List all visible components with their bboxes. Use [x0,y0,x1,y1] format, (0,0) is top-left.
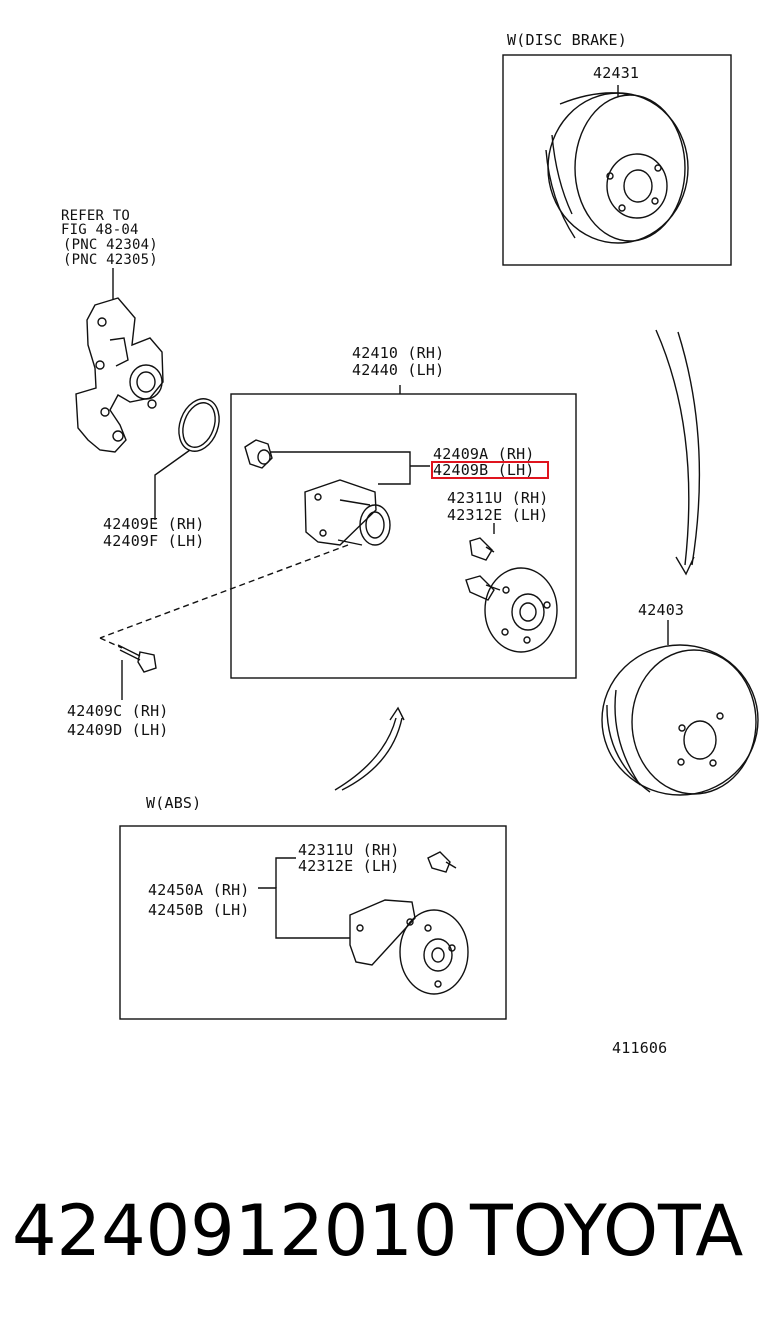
disc-brake-title: W(DISC BRAKE) [507,31,627,49]
abs-hub-drawing [258,851,469,995]
part-label-disc[interactable]: 42431 [593,64,640,82]
brand-name: TOYOTA [470,1190,744,1272]
part-label-abs-bolt-lh[interactable]: 42312E (LH) [298,857,400,875]
refer-note-line3: (PNC 42304) [63,237,158,253]
disc-to-drum-arrow [655,329,690,566]
part-label-bolt2-lh[interactable]: 42409D (LH) [67,721,169,739]
refer-note-line2: FIG 48-04 [61,222,139,238]
part-label-nut-lh[interactable]: 42409B (LH) [433,461,535,479]
part-label-drum[interactable]: 42403 [638,601,685,619]
disc-brake-box [502,54,732,266]
dashed-leader [99,544,349,639]
highlighted-part-box [431,461,549,479]
refer-note-line4: (PNC 42305) [63,252,158,268]
brake-disc-drawing [545,85,689,244]
nut-drawing [244,439,430,485]
part-label-bolt-lh[interactable]: 42312E (LH) [447,506,549,524]
part-label-abs-bolt-rh[interactable]: 42311U (RH) [298,841,400,859]
refer-note-line1: REFER TO [61,208,131,224]
part-label-hub-assy-rh[interactable]: 42410 (RH) [352,344,445,362]
part-number: 4240912010 [12,1190,458,1272]
part-label-bolt2-rh[interactable]: 42409C (RH) [67,702,169,720]
hub-assy-box [230,393,577,679]
part-label-bolt-rh[interactable]: 42311U (RH) [447,489,549,507]
figure-code: 411606 [612,1039,668,1057]
abs-to-hub-arrow [334,717,397,791]
abs-box [119,825,507,1020]
part-label-oring-lh[interactable]: 42409F (LH) [103,532,205,550]
hub-bearing-drawing [304,479,391,546]
part-label-abs-hub-rh[interactable]: 42450A (RH) [148,881,250,899]
abs-title: W(ABS) [146,794,202,812]
o-ring-drawing [154,398,220,520]
long-bolt-drawing [117,644,157,700]
part-label-oring-rh[interactable]: 42409E (RH) [103,515,205,533]
hub-bolt-drawing [469,523,495,561]
knuckle-drawing [75,268,164,453]
part-label-hub-assy-lh[interactable]: 42440 (LH) [352,361,445,379]
part-label-nut-rh[interactable]: 42409A (RH) [433,445,535,463]
part-label-abs-hub-lh[interactable]: 42450B (LH) [148,901,250,919]
brake-drum-drawing [601,620,759,796]
axle-hub-drawing [465,567,558,653]
